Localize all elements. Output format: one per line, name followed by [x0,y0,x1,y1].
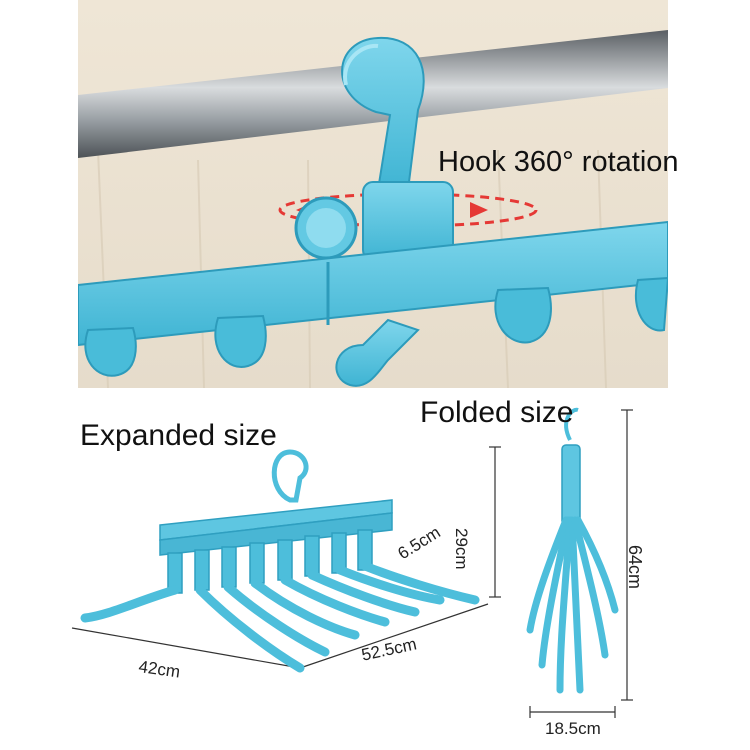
folded-height-label: 64cm [625,545,645,590]
width-dimension-line [71,627,301,669]
hook-rotation-caption: Hook 360° rotation [438,146,679,178]
expanded-height-label: 29cm [452,528,471,570]
length-dimension-line [299,603,489,669]
folded-hanger [526,407,619,694]
expanded-size-title: Expanded size [80,419,277,452]
expanded-hanger [80,449,480,673]
folded-width-label: 18.5cm [545,719,601,738]
folded-size-title: Folded size [420,396,574,429]
product-photo [78,0,668,388]
